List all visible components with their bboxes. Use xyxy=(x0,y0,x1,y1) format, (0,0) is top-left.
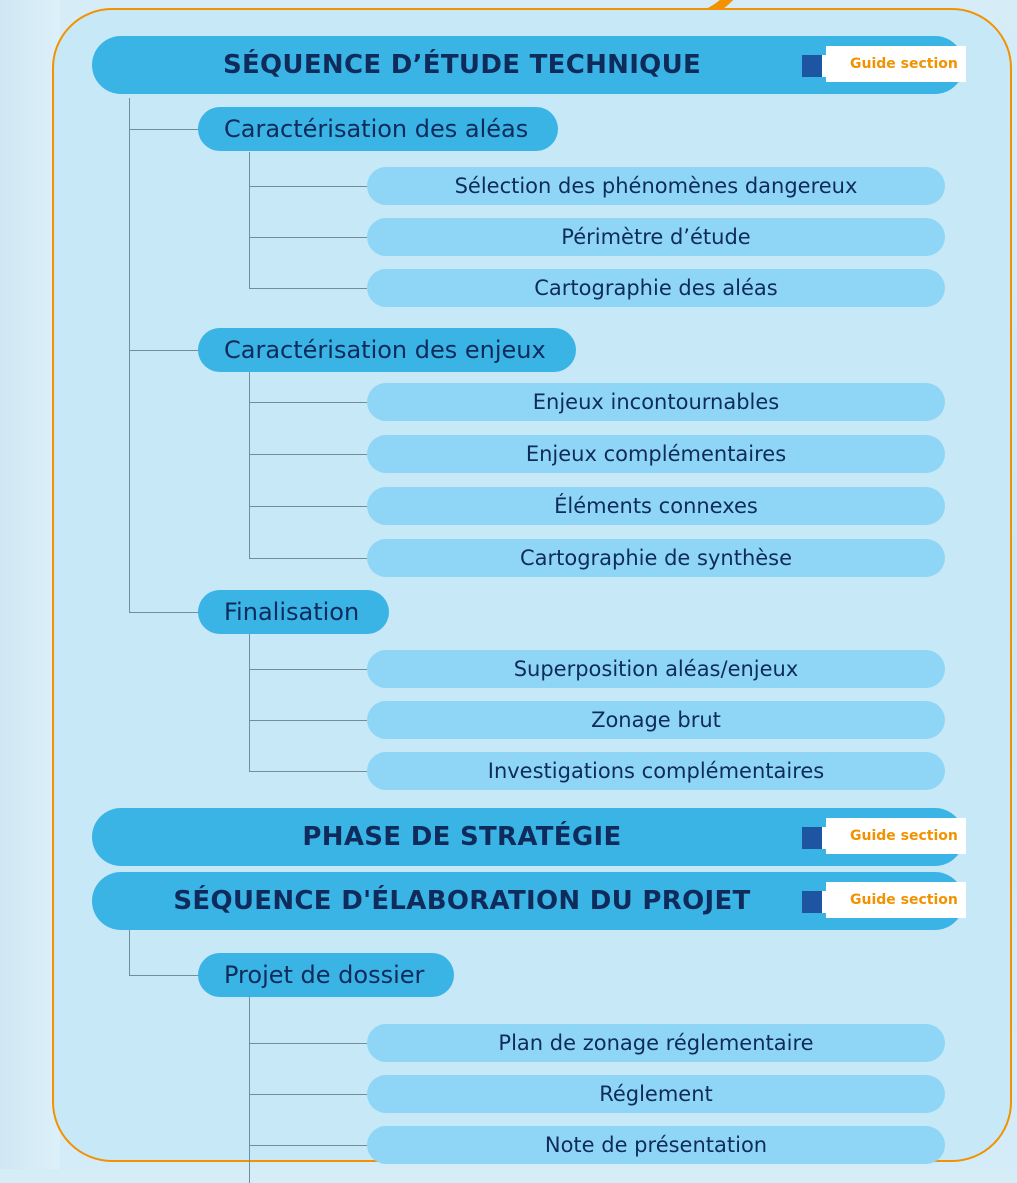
connector-line xyxy=(249,720,367,721)
group-projet-dossier[interactable]: Projet de dossier xyxy=(198,953,455,997)
guide-section-link[interactable]: Guide section xyxy=(826,46,966,82)
connector-line xyxy=(249,1094,367,1095)
guide-section-link[interactable]: Guide section xyxy=(826,818,966,854)
connector-line xyxy=(129,350,199,351)
item-enjeux-incontournables[interactable]: Enjeux incontournables xyxy=(367,383,945,421)
item-zonage-brut[interactable]: Zonage brut xyxy=(367,701,945,739)
connector-line xyxy=(249,237,367,238)
item-elements-connexes[interactable]: Éléments connexes xyxy=(367,487,945,525)
connector-line xyxy=(129,98,130,612)
section-title: SÉQUENCE D'ÉLABORATION DU PROJET xyxy=(173,886,751,916)
guide-section-label: Guide section xyxy=(850,56,958,72)
group-finalisation[interactable]: Finalisation xyxy=(198,590,390,634)
connector-line xyxy=(249,288,367,289)
connector-line xyxy=(249,558,367,559)
group-caracterisation-aleas[interactable]: Caractérisation des aléas xyxy=(198,107,559,151)
connector-line xyxy=(249,372,250,558)
group-caracterisation-enjeux[interactable]: Caractérisation des enjeux xyxy=(198,328,576,372)
item-plan-zonage[interactable]: Plan de zonage réglementaire xyxy=(367,1024,945,1062)
connector-line xyxy=(249,506,367,507)
connector-line xyxy=(249,454,367,455)
background-left-strip xyxy=(0,0,60,1169)
item-investigations[interactable]: Investigations complémentaires xyxy=(367,752,945,790)
item-cartographie-aleas[interactable]: Cartographie des aléas xyxy=(367,269,945,307)
connector-line xyxy=(249,186,367,187)
item-superposition[interactable]: Superposition aléas/enjeux xyxy=(367,650,945,688)
connector-line xyxy=(249,1145,367,1146)
guide-section-label: Guide section xyxy=(850,828,958,844)
connector-line xyxy=(129,612,199,613)
item-enjeux-complementaires[interactable]: Enjeux complémentaires xyxy=(367,435,945,473)
section-header-phase-strategie: PHASE DE STRATÉGIE Guide section xyxy=(92,808,966,866)
connector-line xyxy=(129,129,199,130)
section-title: PHASE DE STRATÉGIE xyxy=(302,822,622,852)
connector-line xyxy=(249,771,367,772)
section-header-etude-technique: SÉQUENCE D’ÉTUDE TECHNIQUE Guide section xyxy=(92,36,966,94)
item-selection-phenomenes[interactable]: Sélection des phénomènes dangereux xyxy=(367,167,945,205)
item-cartographie-synthese[interactable]: Cartographie de synthèse xyxy=(367,539,945,577)
connector-line xyxy=(249,997,250,1183)
section-header-elaboration-projet: SÉQUENCE D'ÉLABORATION DU PROJET Guide s… xyxy=(92,872,966,930)
connector-line xyxy=(129,908,130,975)
connector-line xyxy=(249,402,367,403)
item-note-presentation[interactable]: Note de présentation xyxy=(367,1126,945,1164)
item-reglement[interactable]: Réglement xyxy=(367,1075,945,1113)
guide-section-link[interactable]: Guide section xyxy=(826,882,966,918)
guide-section-label: Guide section xyxy=(850,892,958,908)
connector-line xyxy=(249,1043,367,1044)
connector-line xyxy=(249,634,250,771)
connector-line xyxy=(129,975,199,976)
connector-line xyxy=(249,152,250,288)
connector-line xyxy=(249,669,367,670)
item-perimetre-etude[interactable]: Périmètre d’étude xyxy=(367,218,945,256)
section-title: SÉQUENCE D’ÉTUDE TECHNIQUE xyxy=(222,50,702,80)
